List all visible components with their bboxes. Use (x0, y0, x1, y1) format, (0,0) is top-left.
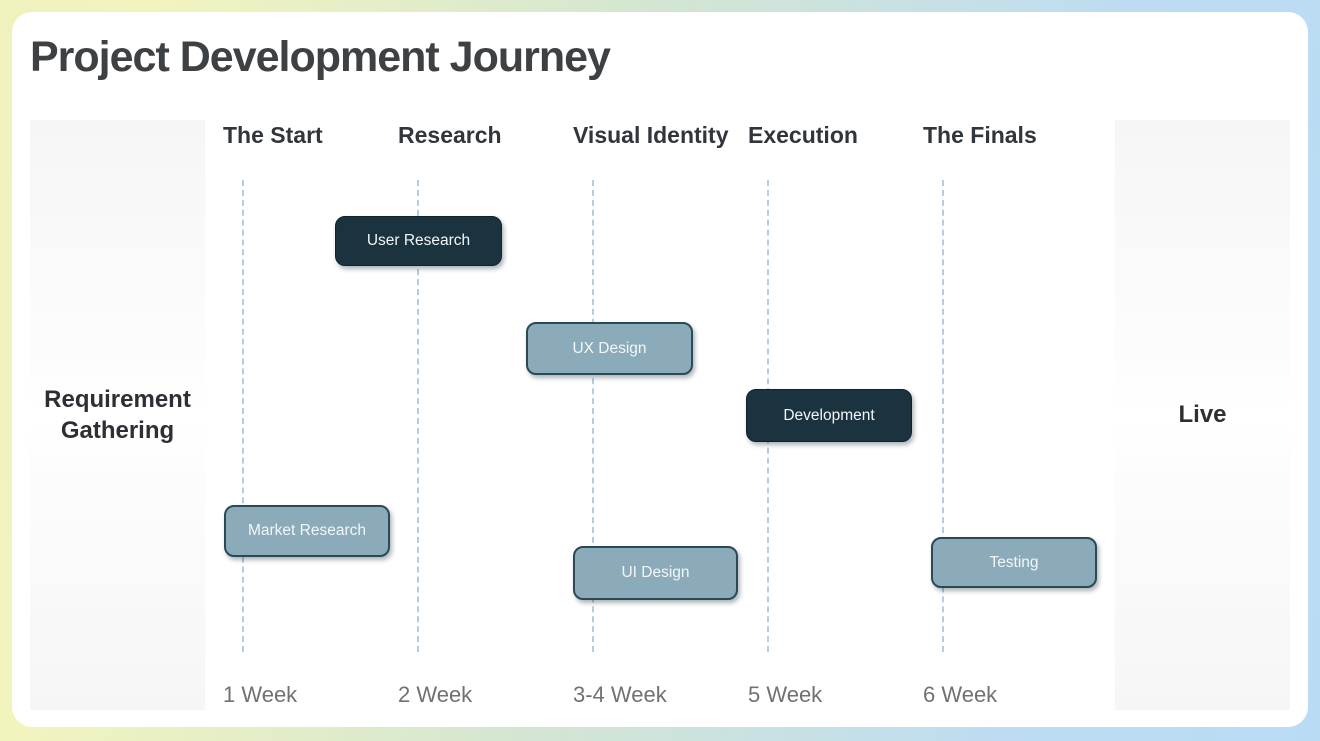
column-the-finals: The Finals 6 Week (923, 120, 1098, 712)
column-visual-identity: Visual Identity 3-4 Week (573, 120, 748, 712)
timeline-dashed-line (417, 180, 419, 652)
column-research: Research 2 Week (398, 120, 573, 712)
task-bar-ui-design: UI Design (573, 546, 738, 600)
week-label: 5 Week (748, 682, 823, 707)
week-label: 3-4 Week (573, 682, 667, 707)
phase-header: Research (398, 122, 502, 148)
task-bar-market-research: Market Research (224, 505, 390, 557)
task-bar-ux-design: UX Design (526, 322, 693, 375)
week-label: 6 Week (923, 682, 998, 707)
live-panel: Live (1115, 120, 1290, 710)
timeline-dashed-line (242, 180, 244, 652)
requirement-gathering-label: Requirement Gathering (44, 385, 191, 444)
task-bar-user-research: User Research (335, 216, 502, 266)
phase-header: Visual Identity (573, 122, 729, 148)
column-the-start: The Start 1 Week (223, 120, 398, 712)
phase-header: Execution (748, 122, 858, 148)
timeline-dashed-line (942, 180, 944, 652)
timeline-dashed-line (592, 180, 594, 652)
page-title: Project Development Journey (30, 33, 611, 81)
phase-header: The Finals (923, 122, 1037, 148)
task-bar-development: Development (746, 389, 912, 442)
requirement-gathering-panel: Requirement Gathering (30, 120, 205, 710)
live-label: Live (1178, 401, 1227, 429)
phase-header: The Start (223, 122, 323, 148)
week-label: 1 Week (223, 682, 298, 707)
week-label: 2 Week (398, 682, 473, 707)
task-bar-testing: Testing (931, 537, 1097, 588)
